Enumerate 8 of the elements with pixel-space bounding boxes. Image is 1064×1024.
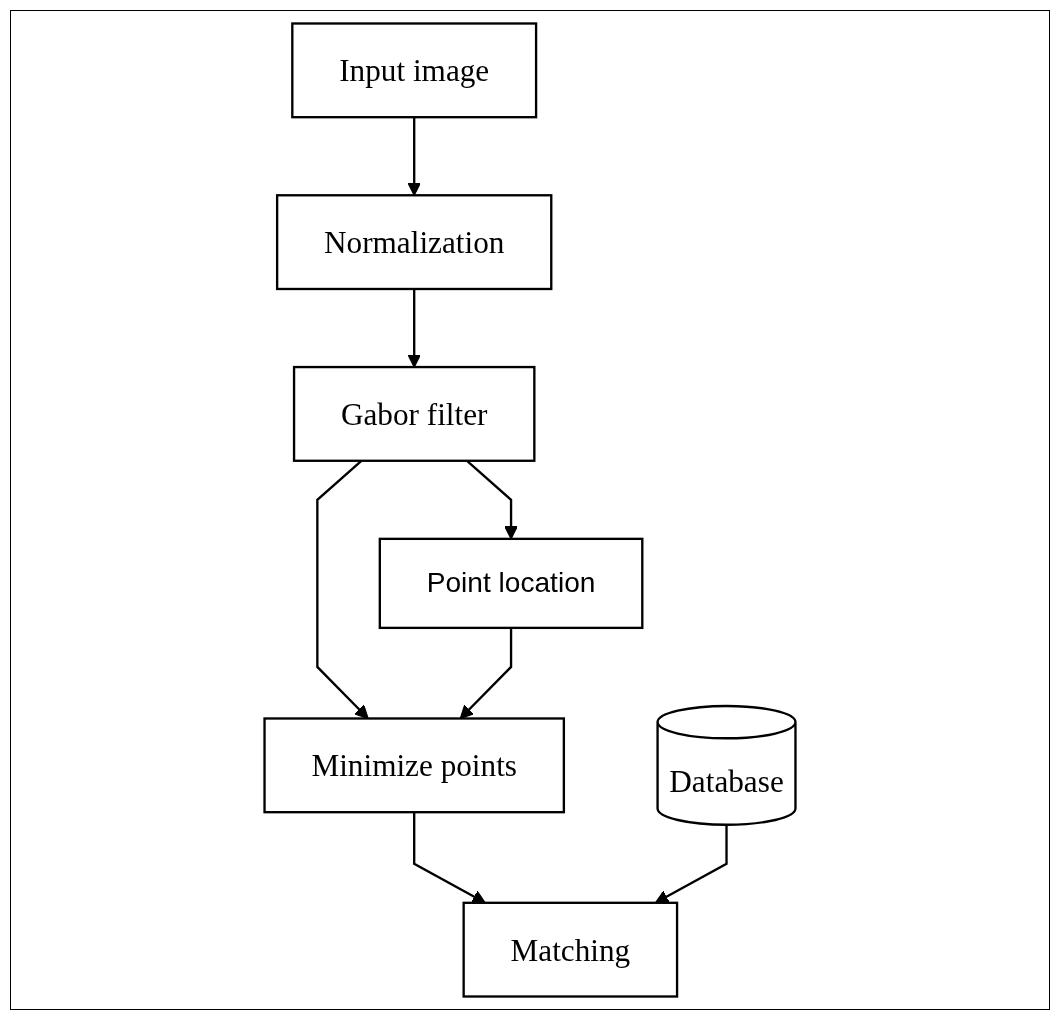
- arrow: [407, 289, 422, 368]
- node-box: Matching: [462, 901, 679, 998]
- node-box: Normalization: [275, 194, 553, 291]
- node-box: Point location: [378, 537, 644, 630]
- arrow: [407, 117, 422, 196]
- node-box: Minimize points: [263, 717, 566, 814]
- node-box: Input image: [291, 22, 538, 119]
- node-box: Gabor filter: [292, 365, 536, 462]
